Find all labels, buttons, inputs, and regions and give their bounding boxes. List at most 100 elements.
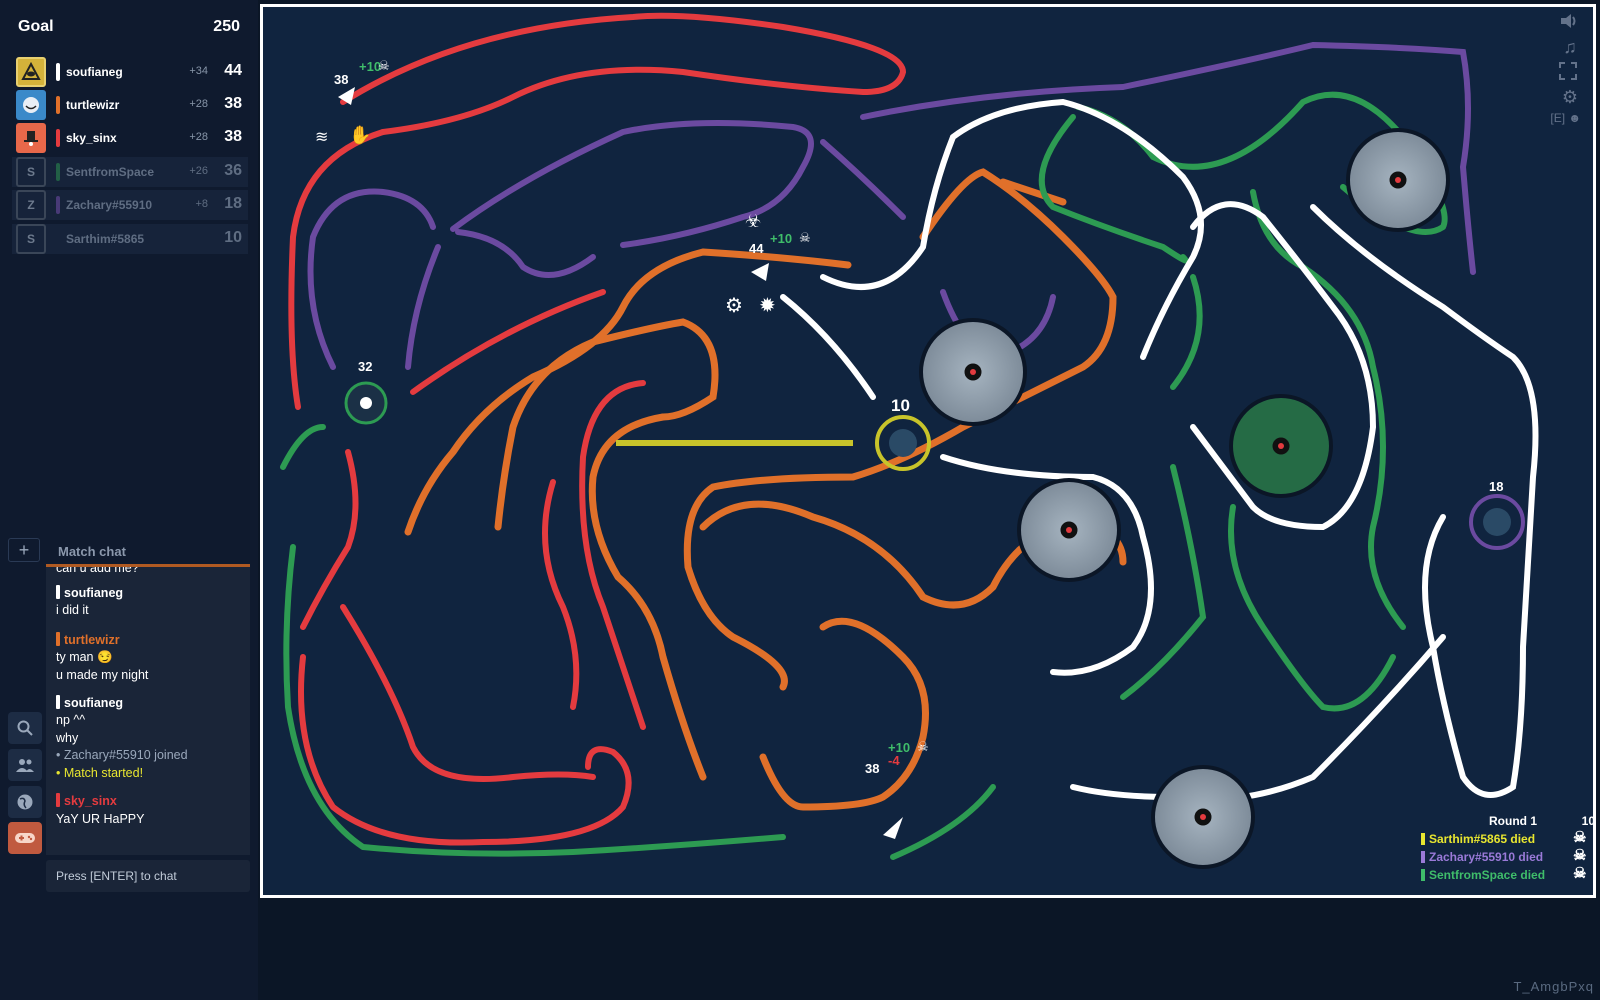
gamepad-icon[interactable] <box>8 822 42 854</box>
avatar-letter: S <box>16 224 46 254</box>
yellow-trail <box>616 440 853 446</box>
scoreboard-row[interactable]: soufianeg +34 44 <box>12 57 248 87</box>
orange-trails <box>404 168 1127 811</box>
player-delta: +28 <box>189 131 208 143</box>
chat-author[interactable]: soufianeg <box>56 695 123 710</box>
chat-author[interactable]: sky_sinx <box>56 793 117 808</box>
skull-icon: ☠ <box>1573 847 1587 864</box>
death-notice: Zachary#55910 died <box>1421 850 1543 864</box>
player-label: 32 <box>358 359 373 374</box>
biohazard-powerup-icon: ☣ <box>745 211 762 231</box>
player-score: 18 <box>224 195 242 212</box>
illuminati-eye-icon <box>16 57 46 87</box>
player-name: SentfromSpace <box>66 165 155 179</box>
skull-icon: ☠ <box>378 58 390 73</box>
red-trails <box>288 12 907 846</box>
session-id: T_AmgbPxq <box>1513 979 1594 994</box>
death-notice-text: Sarthim#5865 died <box>1429 832 1536 846</box>
chat-input-placeholder: Press [ENTER] to chat <box>56 869 177 883</box>
round-number: 10 <box>1581 814 1595 828</box>
hand-powerup-icon: ✋ <box>349 125 372 145</box>
player-name: turtlewizr <box>66 98 120 112</box>
scoreboard-row[interactable]: S SentfromSpace +26 36 <box>12 157 248 187</box>
gear-powerup-icon: ⚙ <box>725 295 743 317</box>
score-popup: -4 <box>888 753 900 768</box>
settings-icon[interactable]: ⚙ <box>1561 87 1579 107</box>
hazard-zones <box>919 128 1450 869</box>
search-icon[interactable] <box>8 712 42 744</box>
music-icon[interactable]: ♫ <box>1563 37 1577 57</box>
player-score: 38 <box>224 95 242 112</box>
player-color-bar <box>56 196 60 214</box>
game-arena[interactable]: 38 44 10 32 18 38 +10 ☠ +10 ☠ +10 ☠ -4 ☣… <box>260 4 1596 898</box>
avatar-letter: S <box>16 157 46 187</box>
score-popup: +10 <box>359 59 382 74</box>
player-heads <box>338 87 1525 839</box>
chat-header: + Match chat <box>8 538 250 564</box>
skull-icon: ☠ <box>917 739 929 754</box>
chat-add-button[interactable]: + <box>8 538 40 562</box>
player-color-bar <box>56 63 60 81</box>
player-score: 44 <box>224 62 242 79</box>
chat-message: YaY UR HaPPY <box>56 812 145 826</box>
player-delta: +8 <box>195 198 208 210</box>
chat-message: ty man 😏 <box>56 650 113 664</box>
green-trails <box>280 91 1448 860</box>
player-color-bar <box>56 163 60 181</box>
player-color-bar <box>56 96 60 114</box>
emote-icon[interactable]: [E] ☻ <box>1550 111 1581 125</box>
volume-icon[interactable] <box>1559 12 1581 34</box>
purple-trails <box>307 41 1476 370</box>
chat-message: i did it <box>56 603 89 617</box>
chat-system-message: • Zachary#55910 joined <box>56 748 188 762</box>
goal-row: Goal 250 <box>18 18 240 42</box>
chat-message: np ^^ <box>56 713 86 727</box>
player-label: 18 <box>1489 479 1504 494</box>
player-label: 10 <box>891 396 910 415</box>
goal-label: Goal <box>18 18 54 35</box>
arena-canvas <box>280 12 1539 869</box>
death-notice-text: SentfromSpace died <box>1429 868 1546 882</box>
chat-message: u made my night <box>56 668 149 682</box>
player-color-bar <box>56 129 60 147</box>
player-name: soufianeg <box>66 65 123 79</box>
trollface-icon <box>16 90 46 120</box>
player-name: sky_sinx <box>66 131 117 145</box>
chat-author[interactable]: turtlewizr <box>56 632 120 647</box>
scoreboard-row[interactable]: sky_sinx +28 38 <box>12 123 248 153</box>
scoreboard-row[interactable]: Z Zachary#55910 +8 18 <box>12 190 248 220</box>
white-trails <box>780 98 1539 803</box>
chat-message: can u add me? <box>56 564 139 575</box>
death-notice: SentfromSpace died <box>1421 868 1545 882</box>
fullscreen-icon[interactable] <box>1559 62 1581 84</box>
goal-value: 250 <box>213 18 240 35</box>
chat-log[interactable]: can u add me? soufianeg i did it turtlew… <box>46 564 250 855</box>
score-popup: +10 <box>888 740 911 755</box>
scoreboard-row[interactable]: S Sarthim#5865 10 <box>12 224 248 254</box>
player-label: 38 <box>334 72 349 87</box>
skull-icon: ☠ <box>1573 829 1587 846</box>
globe-icon[interactable] <box>8 786 42 818</box>
death-notice-text: Zachary#55910 died <box>1429 850 1544 864</box>
top-hat-icon <box>16 123 46 153</box>
chat-input[interactable]: Press [ENTER] to chat <box>46 860 250 892</box>
sidebar: Goal 250 soufianeg +34 44 turtlewizr +28… <box>0 0 258 1000</box>
chat-title: Match chat <box>58 544 126 559</box>
player-score: 38 <box>224 128 242 145</box>
skull-icon: ☠ <box>1573 865 1587 882</box>
skull-icon: ☠ <box>799 230 811 245</box>
chat-system-message: • Match started! <box>56 766 144 780</box>
player-delta: +34 <box>189 65 208 77</box>
player-name: Zachary#55910 <box>66 198 153 212</box>
player-score: 10 <box>224 229 242 246</box>
scoreboard-row[interactable]: turtlewizr +28 38 <box>12 90 248 120</box>
round-panel: Round 1 10 Sarthim#5865 died Zachary#559… <box>1395 812 1595 892</box>
round-label: Round 1 <box>1489 814 1537 828</box>
player-name: Sarthim#5865 <box>66 232 145 246</box>
player-delta: +26 <box>189 165 208 177</box>
friends-icon[interactable] <box>8 749 42 781</box>
chat-author[interactable]: soufianeg <box>56 585 123 600</box>
avatar-letter: Z <box>16 190 46 220</box>
gear-powerup-icon: ✹ <box>759 295 776 317</box>
player-label: 44 <box>749 241 764 256</box>
